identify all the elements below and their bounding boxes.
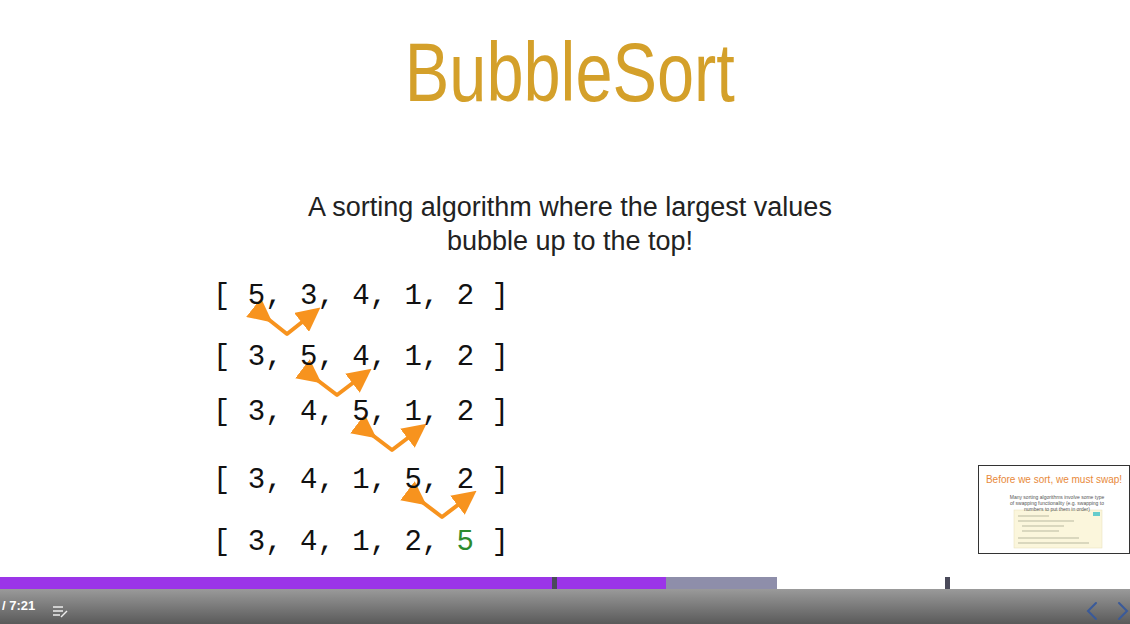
thumbnail-text: Many sorting algorithms involve some typ… xyxy=(1009,494,1105,512)
array-row: [ 3, 5, 4, 1, 2 ] xyxy=(213,341,509,375)
swap-chevron xyxy=(367,431,417,450)
array-row: [ 3, 4, 1, 5, 2 ] xyxy=(213,464,509,498)
progress-bar xyxy=(0,577,1130,589)
swap-chevron xyxy=(312,376,362,395)
sorted-value: 5 xyxy=(457,526,474,560)
array-row: [ 3, 4, 1, 2, xyxy=(213,526,439,560)
swap-chevron xyxy=(263,315,311,334)
thumbnail-title: Before we sort, we must swap! xyxy=(983,474,1125,486)
video-time: / 7:21 xyxy=(2,598,35,614)
subtitle: A sorting algorithm where the largest va… xyxy=(290,190,850,258)
next-slide-thumbnail: Before we sort, we must swap! Many sortin… xyxy=(978,465,1130,554)
array-bracket: ] xyxy=(491,526,508,560)
control-icons xyxy=(0,589,1130,624)
array-row: [ 5, 3, 4, 1, 2 ] xyxy=(213,280,509,314)
swap-chevron xyxy=(417,498,467,517)
array-row: [ 3, 4, 5, 1, 2 ] xyxy=(213,396,509,430)
player-controls: / 7:21 xyxy=(0,589,1130,624)
slide-title: BubbleSort xyxy=(405,22,735,122)
